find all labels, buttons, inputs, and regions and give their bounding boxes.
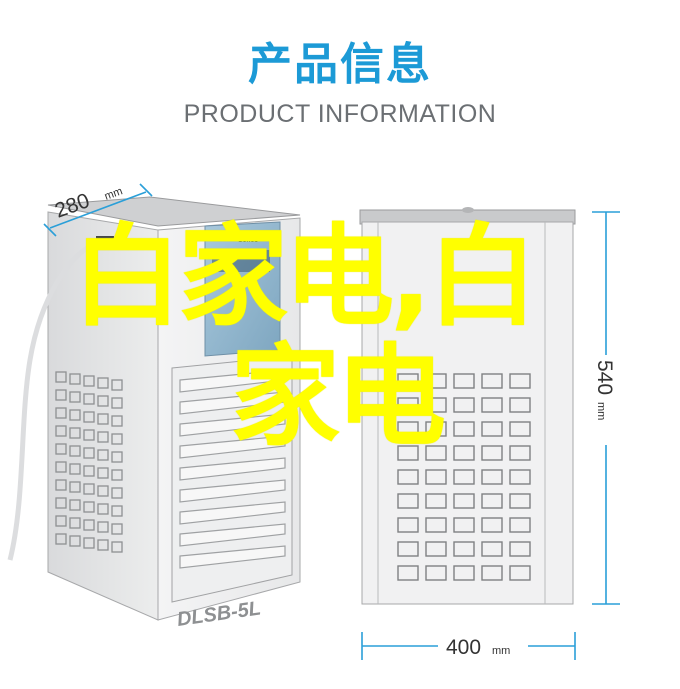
connector-plug bbox=[96, 236, 114, 250]
width-value: 400 bbox=[446, 636, 481, 659]
side-vent-grid bbox=[55, 371, 123, 553]
front-vent-grid bbox=[397, 373, 531, 581]
page-title: 产品信息 bbox=[248, 39, 432, 90]
overlay-text-line2: 家电 bbox=[230, 333, 446, 461]
right-unit bbox=[359, 207, 576, 605]
left-unit: Series bbox=[7, 196, 301, 621]
page-subtitle: PRODUCT INFORMATION bbox=[183, 100, 497, 128]
dimension-depth bbox=[43, 183, 153, 237]
height-unit: mm bbox=[595, 402, 607, 420]
height-value: 540 bbox=[593, 360, 616, 395]
overlay-text-line1: 白家电,白 bbox=[72, 213, 538, 341]
width-unit: mm bbox=[492, 645, 510, 657]
depth-unit: mm bbox=[103, 185, 124, 203]
panel-label: Series bbox=[238, 237, 258, 244]
